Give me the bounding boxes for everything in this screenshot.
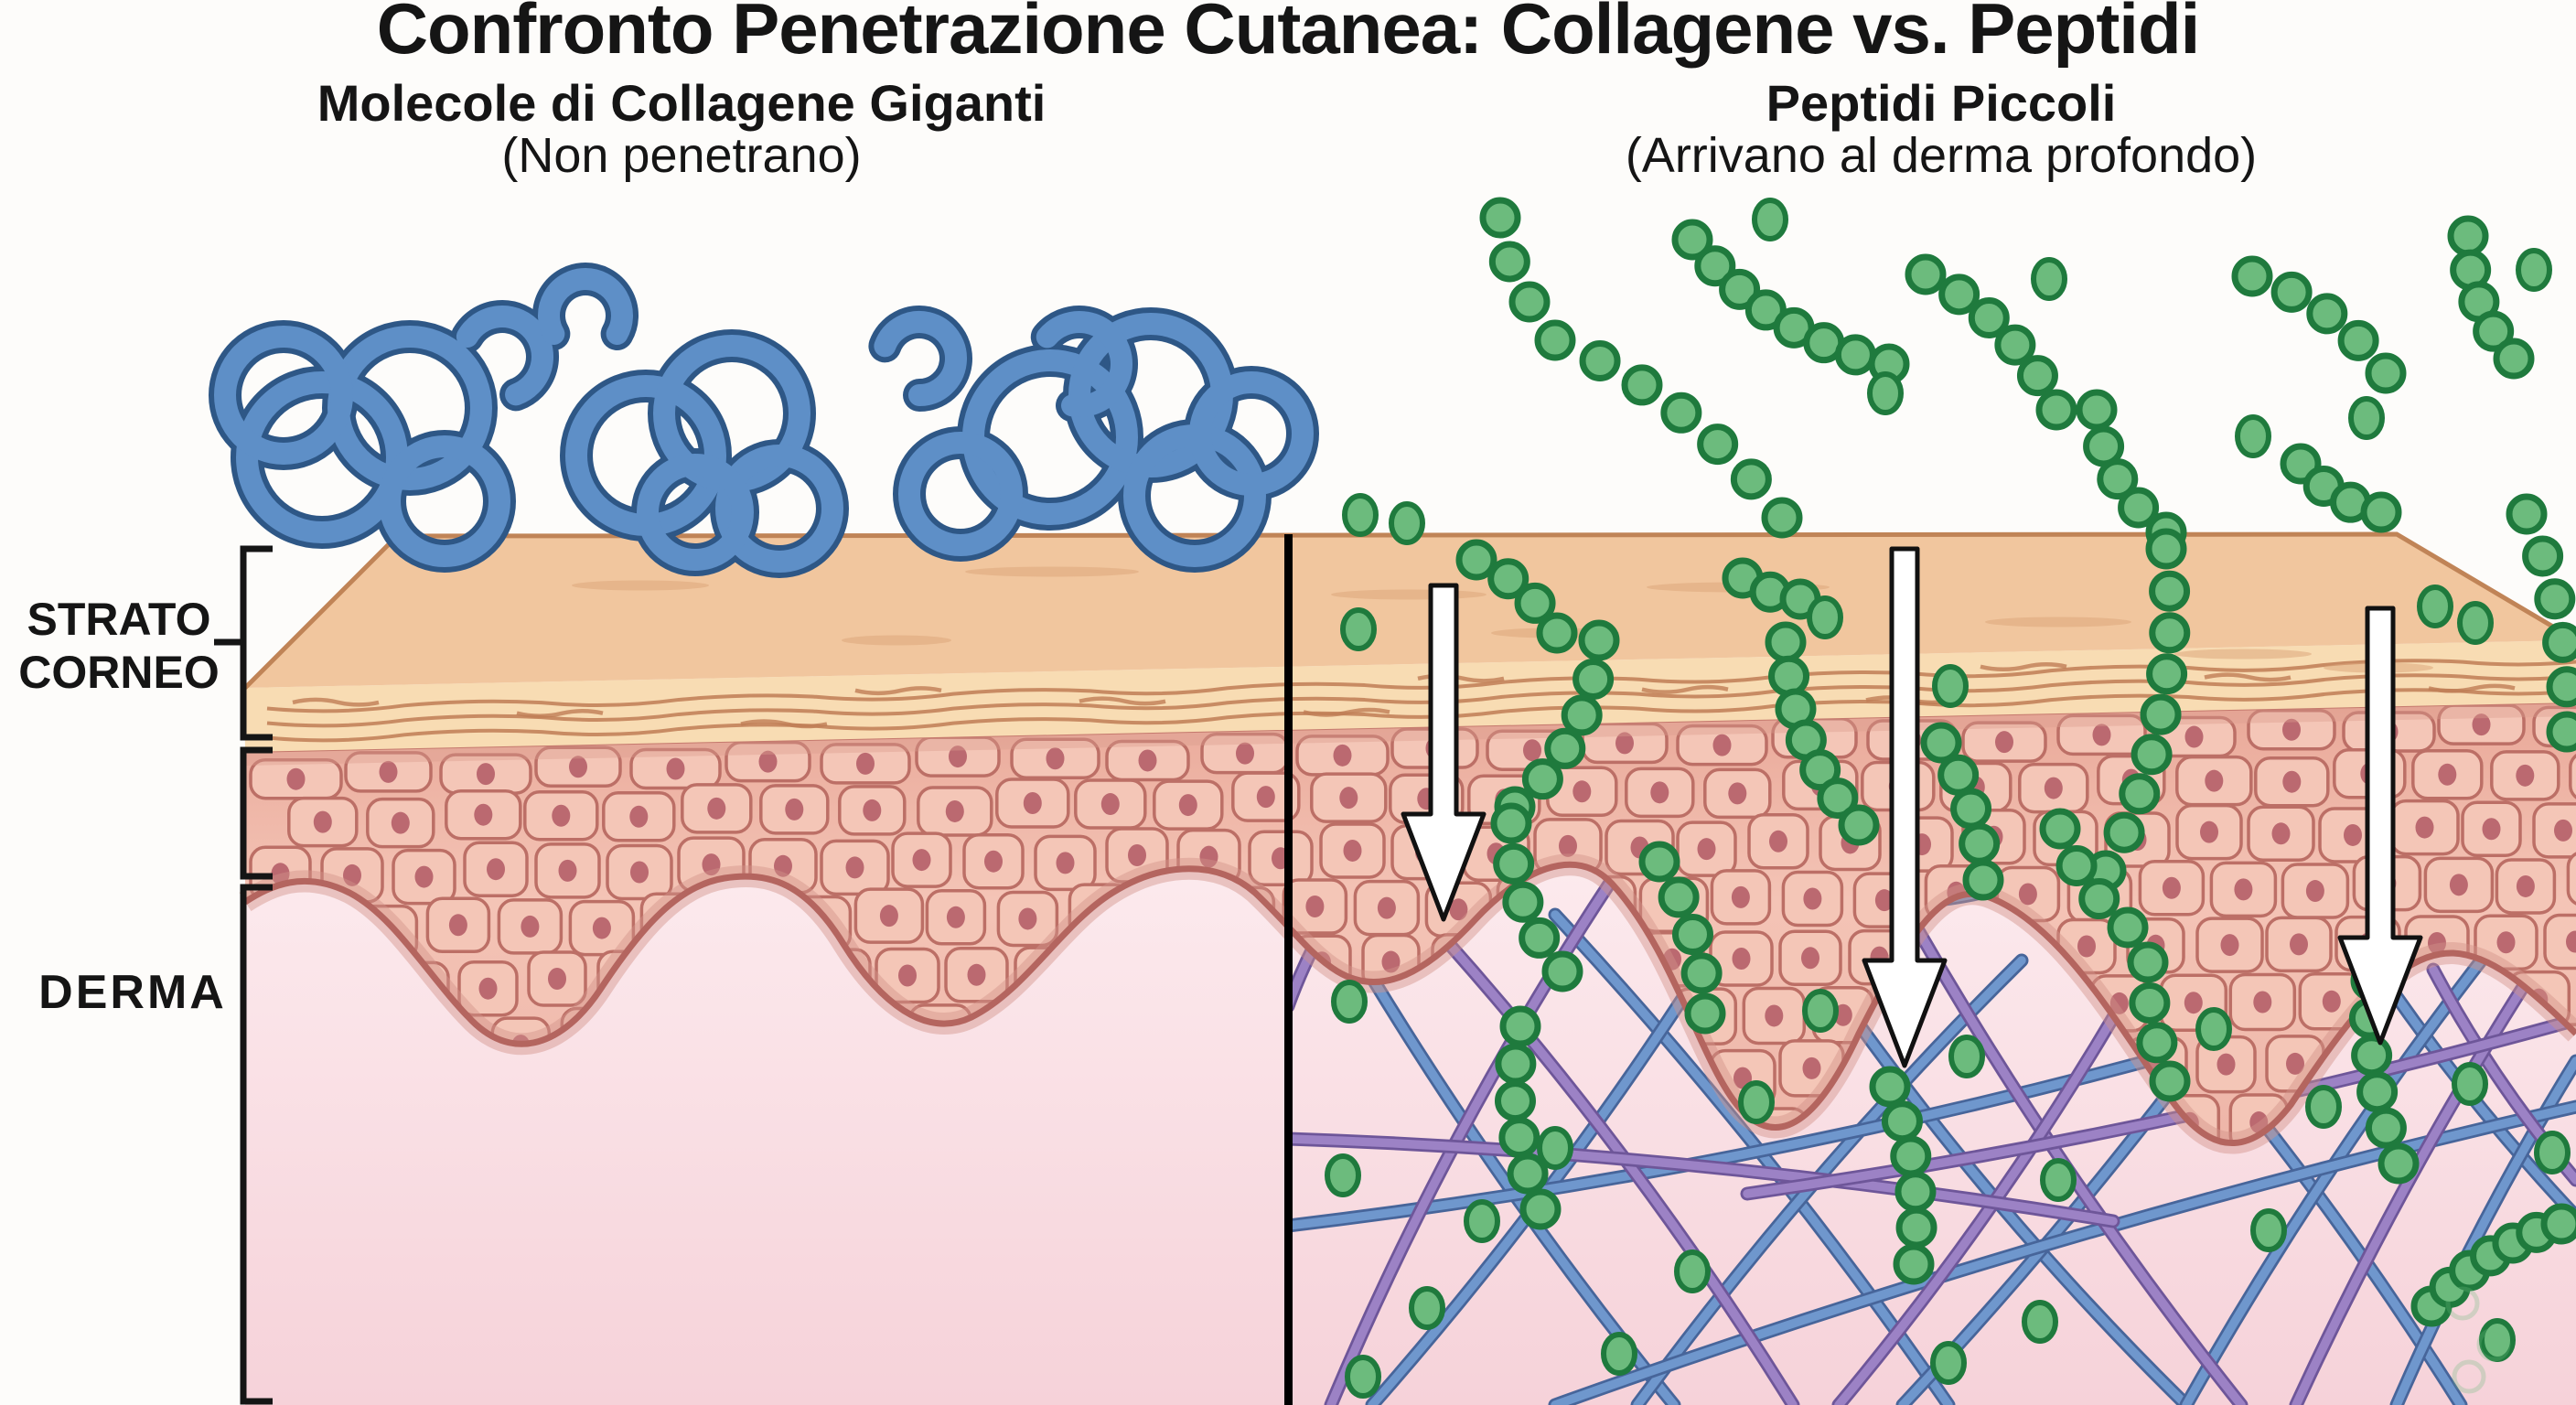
layer-brackets	[214, 545, 273, 1405]
dermal-junction-line	[243, 861, 2576, 1147]
panel-divider-line	[1284, 534, 1293, 1405]
label-derma: DERMA	[38, 966, 227, 1019]
label-stratum-corneum-line2: CORNEO	[18, 647, 219, 698]
right-panel-subheading: (Arrivano al derma profondo)	[1626, 128, 2257, 183]
watermark-dots	[2445, 1286, 2511, 1394]
skin-surface-top-face	[245, 534, 2576, 688]
collagen-molecules	[209, 263, 1319, 578]
right-panel-heading: Peptidi Piccoli	[1766, 74, 2117, 132]
penetration-arrows	[1401, 546, 2423, 1068]
label-stratum-corneum-line1: STRATO	[27, 594, 211, 645]
page-title: Confronto Penetrazione Cutanea: Collagen…	[377, 0, 2200, 69]
peptide-molecules	[1325, 197, 2576, 1399]
left-panel-subheading: (Non penetrano)	[501, 128, 861, 183]
left-panel-heading: Molecole di Collagene Giganti	[317, 74, 1046, 132]
